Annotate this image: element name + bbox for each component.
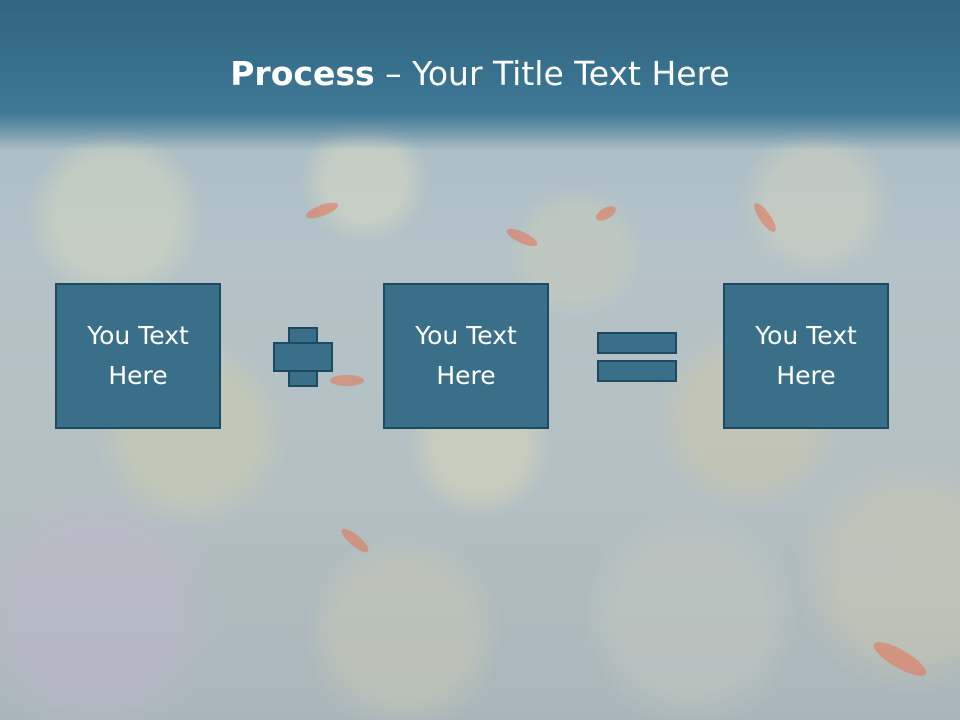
- fish-decoration: [504, 225, 540, 250]
- plus-center: [290, 344, 316, 370]
- process-box-3[interactable]: You Text Here: [723, 283, 889, 429]
- fish-decoration: [304, 199, 340, 222]
- fish-decoration: [338, 525, 372, 556]
- fish-decoration: [750, 200, 780, 235]
- process-box-text: You Text Here: [87, 321, 189, 390]
- process-box-1[interactable]: You Text Here: [55, 283, 221, 429]
- process-box-2[interactable]: You Text Here: [383, 283, 549, 429]
- slide-title[interactable]: Process – Your Title Text Here: [0, 52, 960, 96]
- fish-decoration: [593, 203, 619, 224]
- equals-top-bar: [597, 332, 677, 354]
- title-banner: [0, 0, 960, 150]
- process-box-text: You Text Here: [415, 321, 517, 390]
- title-regular-text: – Your Title Text Here: [374, 54, 730, 93]
- equals-bottom-bar: [597, 360, 677, 382]
- fish-decoration: [869, 636, 931, 682]
- fish-decoration: [330, 375, 364, 386]
- title-bold-text: Process: [230, 54, 375, 93]
- process-box-text: You Text Here: [755, 321, 857, 390]
